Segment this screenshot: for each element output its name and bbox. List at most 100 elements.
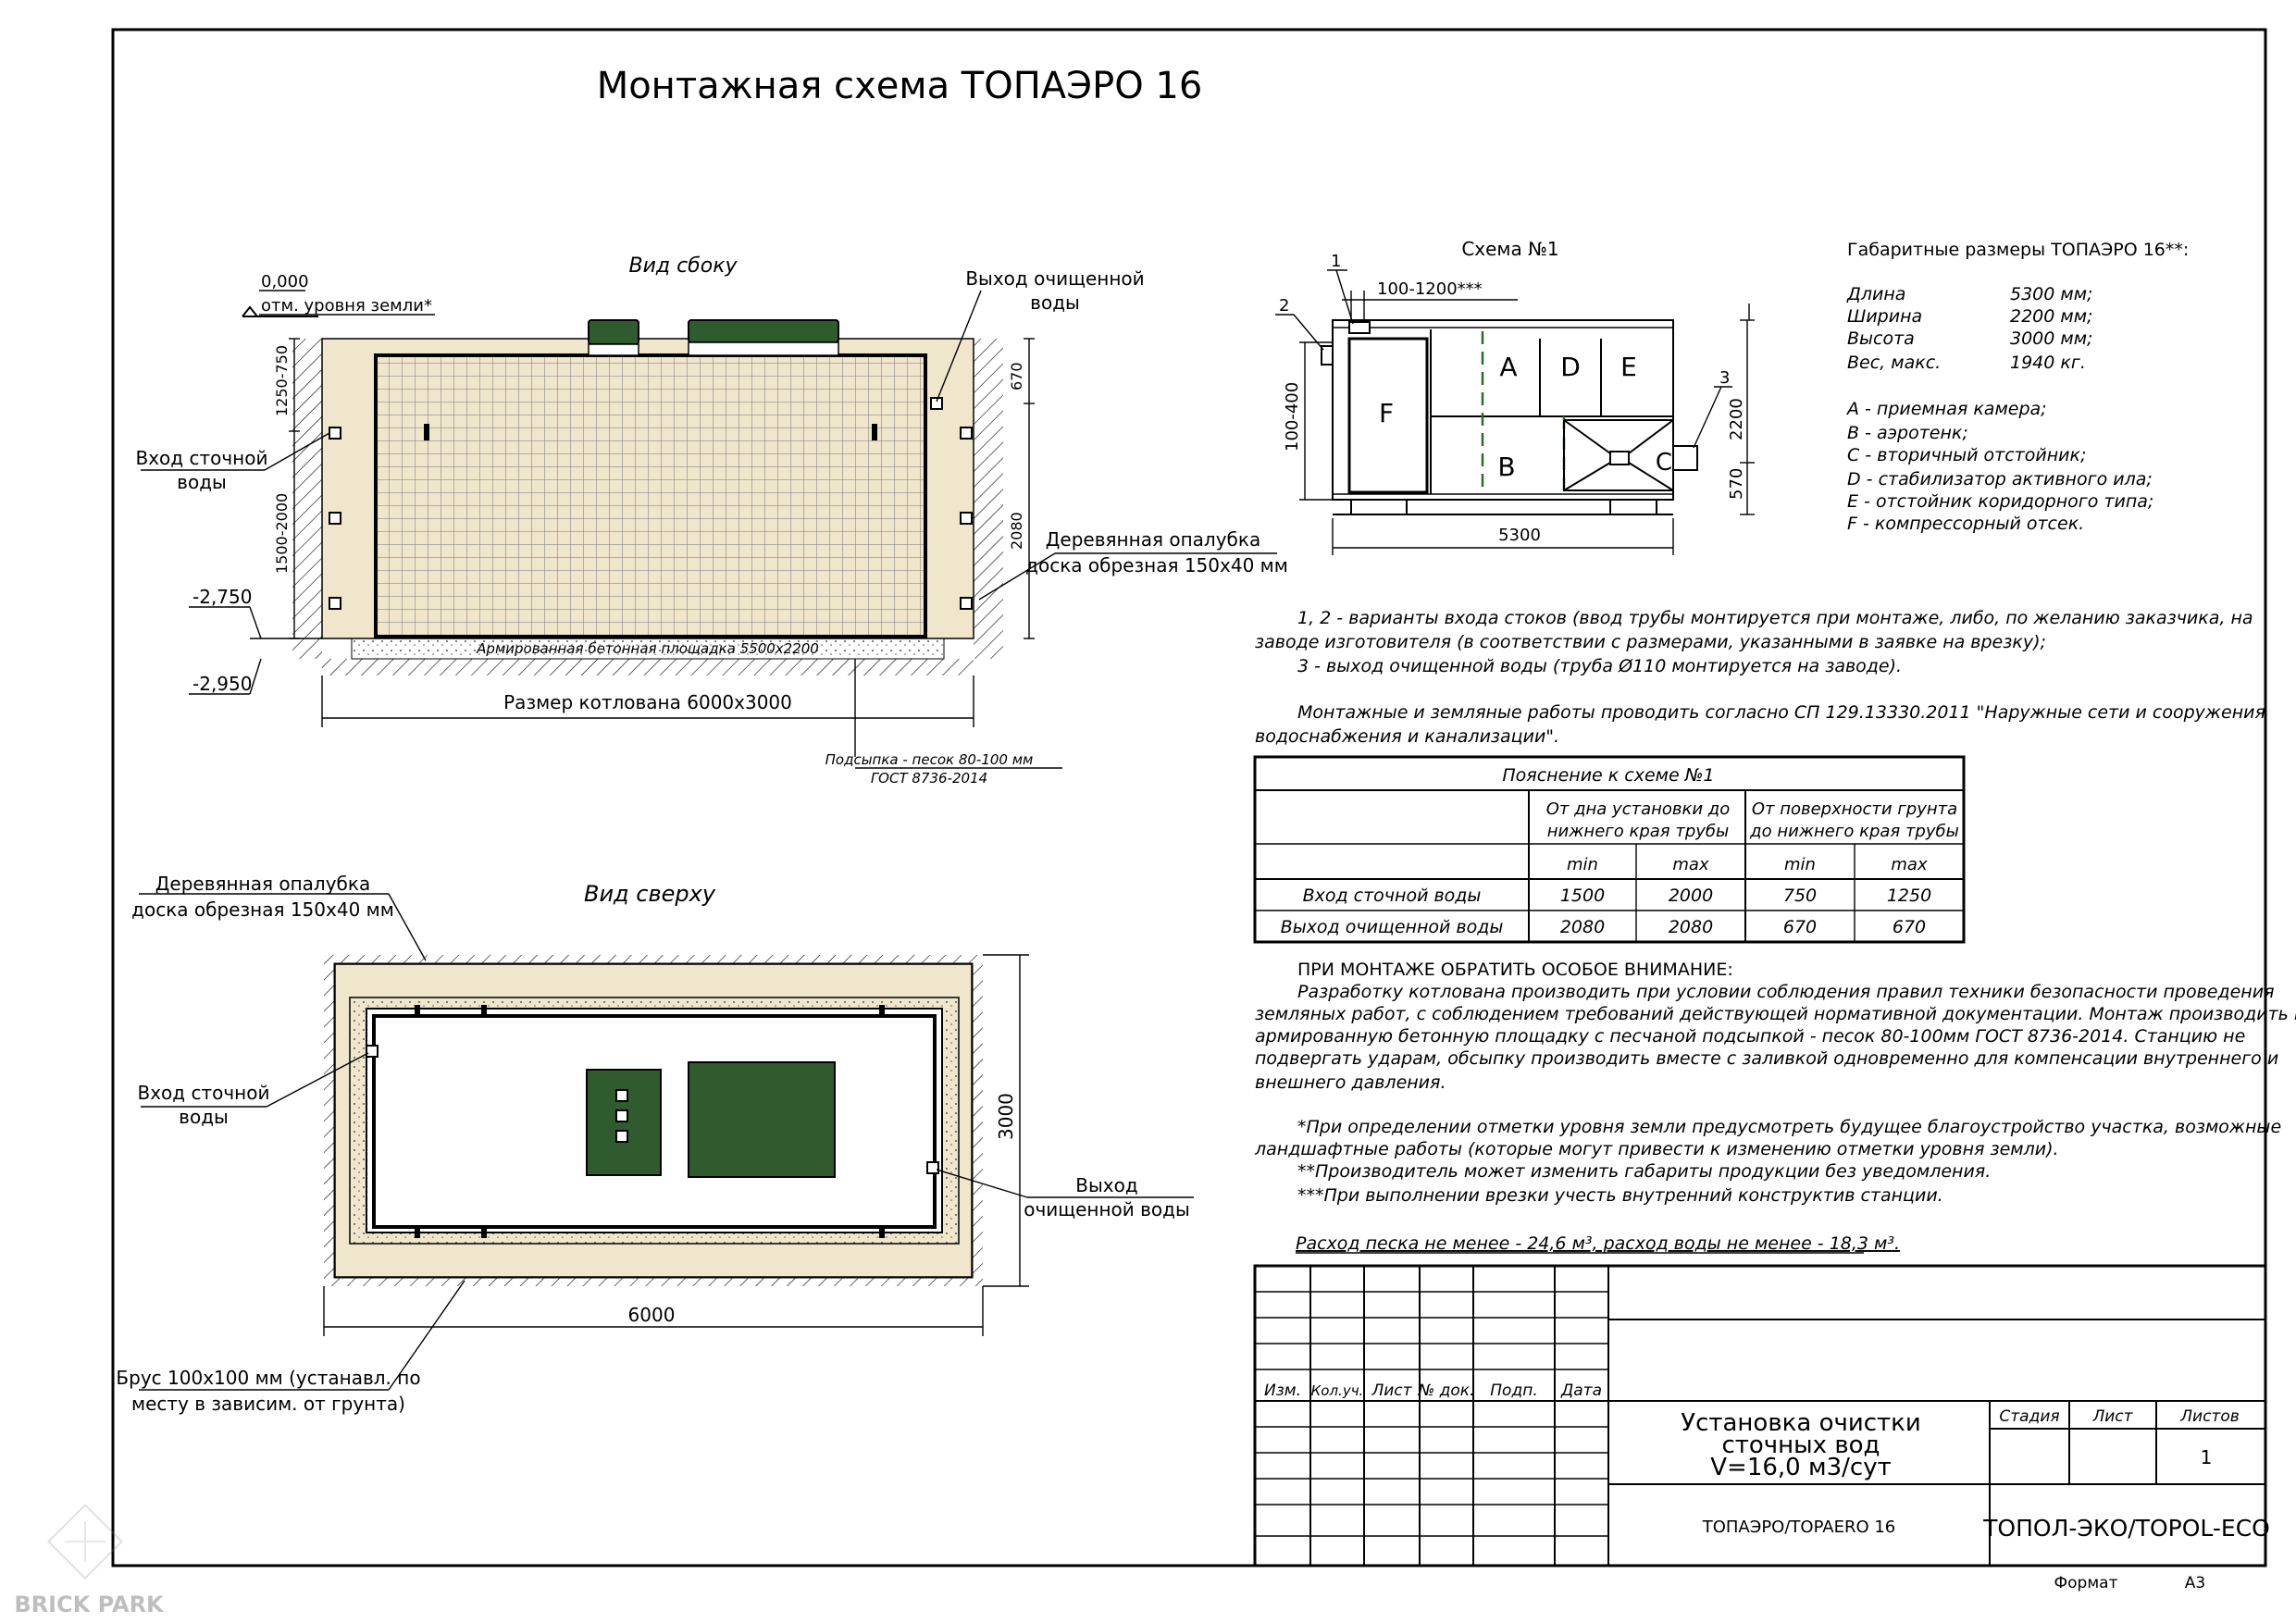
level-top-note: отм. уровня земли*	[261, 296, 432, 316]
mark-1: 1	[1331, 252, 1341, 271]
main-hatch-cover	[688, 1061, 836, 1178]
attention-block: ПРИ МОНТАЖЕ ОБРАТИТЬ ОСОБОЕ ВНИМАНИЕ: Ра…	[1254, 960, 2296, 1254]
zone-a: A	[1499, 352, 1517, 382]
note-line: заводе изготовителя (в соответствии с ра…	[1255, 632, 2046, 652]
stamp-col: Изм.	[1264, 1381, 1301, 1400]
footnote: **Производитель может изменить габариты …	[1297, 1161, 1991, 1182]
scheme-dim-bottom-right: 570	[1727, 468, 1746, 500]
table-subheader: max	[1672, 855, 1709, 874]
note-line: водоснабжения и канализации".	[1255, 726, 1559, 747]
level-mid: -2,750	[192, 586, 252, 608]
format-value: А3	[2185, 1574, 2205, 1592]
hatch-cover-2	[688, 319, 839, 343]
attention-heading: ПРИ МОНТАЖЕ ОБРАТИТЬ ОСОБОЕ ВНИМАНИЕ:	[1297, 960, 1733, 980]
stamp-col: Кол.уч.	[1311, 1382, 1364, 1399]
hatch-cover-1	[588, 319, 639, 345]
legend-item: F - компрессорный отсек.	[1847, 514, 2084, 534]
scheme-dim-top: 100-1200***	[1377, 279, 1483, 299]
attention-line: земляных работ, с соблюдением требований…	[1255, 1004, 2296, 1024]
stamp-col: Подп.	[1490, 1381, 1537, 1400]
level-bottom: -2,950	[192, 673, 252, 695]
slab-label: Армированная бетонная площадка 5500х2200	[476, 640, 819, 657]
note-line: 3 - выход очищенной воды (труба Ø110 мон…	[1297, 656, 1902, 676]
table-cell: 2080	[1560, 917, 1605, 937]
legend-item: E - отстойник коридорного типа;	[1847, 491, 2153, 512]
dim-row-label: Ширина	[1847, 306, 1922, 327]
dim-row-value: 2200 мм;	[2010, 306, 2092, 327]
footnote: ландшафтные работы (которые могут привес…	[1254, 1139, 2059, 1159]
attention-line: подвергать ударам, обсыпку производить в…	[1255, 1048, 2278, 1069]
dim-row-value: 1940 кг.	[2010, 353, 2086, 373]
dim-row-value: 5300 мм;	[2010, 284, 2092, 304]
stamp-sheets-value: 1	[2201, 1446, 2213, 1468]
dimensions-heading: Габаритные размеры ТОПАЭРО 16**:	[1847, 240, 2189, 260]
table-cell: 1250	[1887, 886, 1931, 906]
explanation-table: Пояснение к схеме №1 От дна установки до…	[1253, 755, 1966, 944]
mark-3: 3	[1719, 368, 1730, 388]
scheme-1: Схема №1 A D E F B C	[1275, 238, 1755, 555]
scheme-dim-length: 5300	[1498, 526, 1541, 545]
table-cell: 1500	[1560, 886, 1605, 906]
zone-b: B	[1497, 452, 1515, 482]
table-row-label: Вход сточной воды	[1303, 886, 1482, 906]
consumption-note: Расход песка не менее - 24,6 м³, расход …	[1296, 1233, 1900, 1254]
top-dim-width: 6000	[628, 1304, 676, 1326]
page-title: Монтажная схема ТОПАЭРО 16	[597, 65, 1203, 107]
pit-size: Размер котлована 6000х3000	[503, 691, 792, 713]
table-row-label: Выход очищенной воды	[1281, 917, 1504, 937]
attention-line: внешнего давления.	[1255, 1072, 1446, 1093]
mark-2: 2	[1279, 296, 1289, 316]
brick-park-logo: BRICK PARK	[14, 1503, 165, 1617]
stamp-model: ТОПАЭРО/TOPAERO 16	[1702, 1518, 1896, 1537]
dim-left-lower: 1500-2000	[273, 493, 291, 574]
note-line: 1, 2 - варианты входа стоков (ввод трубы…	[1297, 608, 2253, 628]
stamp-sheets: Листов	[2179, 1407, 2240, 1426]
table-cell: 750	[1783, 886, 1817, 906]
zone-e: E	[1620, 352, 1637, 382]
table-cell: 2000	[1669, 886, 1713, 906]
legend-item: A - приемная камера;	[1845, 399, 2047, 419]
dim-row-label: Вес, макс.	[1847, 353, 1941, 373]
stamp-company: ТОПОЛ-ЭКО/TOPOL-ECO	[1982, 1515, 2270, 1542]
top-view-heading: Вид сверху	[584, 881, 716, 907]
table-cell: 2080	[1669, 917, 1713, 937]
stamp-col: № док.	[1418, 1381, 1475, 1400]
footnote: ***При выполнении врезки учесть внутренн…	[1297, 1185, 1943, 1206]
tank-body	[374, 353, 927, 638]
side-view-heading: Вид сбоку	[628, 254, 738, 278]
scheme-heading: Схема №1	[1461, 238, 1558, 260]
scheme-dim-height: 2200	[1727, 398, 1746, 440]
notes-block: 1, 2 - варианты входа стоков (ввод трубы…	[1255, 608, 2265, 747]
stamp-col: Лист	[1371, 1381, 1412, 1400]
dimensions-block: Габаритные размеры ТОПАЭРО 16**: Длина 5…	[1845, 240, 2189, 534]
sheet-frame	[111, 28, 2267, 1567]
table-caption: Пояснение к схеме №1	[1502, 765, 1714, 786]
dim-right-lower: 2080	[1008, 512, 1025, 550]
table-subheader: min	[1784, 855, 1816, 874]
zone-f: F	[1379, 398, 1394, 428]
footnote: *При определении отметки уровня земли пр…	[1297, 1117, 2281, 1137]
stamp-col: Дата	[1560, 1381, 1602, 1400]
legend-item: B - аэротенк;	[1847, 423, 1968, 443]
attention-line: армированную бетонную площадку с песчано…	[1255, 1026, 2245, 1047]
note-line: Монтажные и земляные работы проводить со…	[1297, 702, 2265, 723]
dim-row-value: 3000 мм;	[2010, 328, 2092, 349]
dim-right-upper: 670	[1008, 362, 1025, 390]
legend-item: C - вторичный отстойник;	[1847, 445, 2086, 465]
scheme-dim-left: 100-400	[1283, 382, 1302, 452]
side-view: Вид сбоку Армированная бетонная площадка…	[136, 254, 1288, 787]
dim-row-label: Высота	[1847, 328, 1915, 349]
attention-line: Разработку котлована производить при усл…	[1297, 982, 2275, 1002]
stamp-sheet: Лист	[2091, 1407, 2133, 1426]
zone-d: D	[1560, 352, 1581, 382]
zone-c: C	[1656, 449, 1672, 477]
